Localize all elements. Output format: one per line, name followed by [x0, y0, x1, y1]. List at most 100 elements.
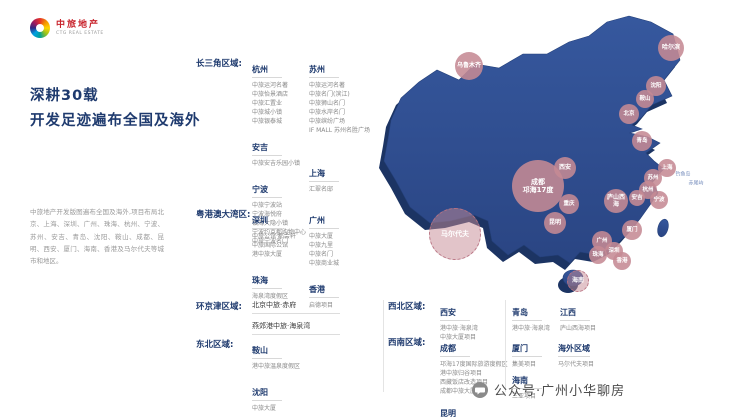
chat-bubble-icon [472, 381, 488, 398]
page-title: 深耕30载 开发足迹遍布全国及海外 [30, 84, 201, 133]
project-item: 中旅大厦 [309, 233, 334, 240]
map-marker-沈阳: 沈阳 [646, 76, 666, 96]
city-name: 沈阳 [252, 387, 282, 401]
region-header: 西南区域: [388, 338, 426, 348]
map-marker-哈尔滨: 哈尔滨 [658, 35, 684, 61]
city-block-ningbo: 宁波 中旅宁波站宁波海悦府镇海大隐小镇宁波约克郡购物中心中旅宁波名门 [252, 177, 309, 246]
project-item: 中旅城小镇 [252, 109, 283, 116]
project-list: 汇翠名邸 [309, 185, 366, 194]
project-item: 中旅名门(滨江) [309, 91, 350, 98]
map-marker-香港: 香港 [613, 252, 631, 270]
company-logo: 中旅地产 CTG REAL ESTATE [30, 18, 104, 38]
city-name: 鞍山 [252, 345, 282, 359]
project-item: 中旅宁波名门 [252, 238, 289, 245]
project-item: 港中旅·海泉湾 [512, 325, 550, 332]
project-list: 庐山西海项目 [560, 324, 610, 333]
map-marker-昆明: 昆明 [544, 212, 566, 234]
map-marker-安吉: 安吉 [629, 190, 645, 206]
project-item: 中旅名门 [309, 251, 334, 258]
project-list: 中旅公馆·都会轩中旅国际公馆港中旅大厦 [252, 232, 309, 259]
region-header: 长三角区域: [196, 59, 242, 69]
watermark: 公众号·广州小华聊房 [472, 380, 625, 399]
city-block-shenyang: 沈阳 中旅大厦 [252, 380, 309, 413]
project-item: 宁波海悦府 [252, 211, 283, 218]
region-column: 成都 邛海17度国际旅游度假区港中旅归谷项目西藏饭店改造项目成都中旅大厦 昆明 … [440, 336, 508, 417]
city-name: 杭州 [252, 64, 282, 78]
project-list: 中旅安吉乐园小镇 [252, 159, 309, 168]
city-name: 海外区域 [558, 343, 590, 357]
region-header: 东北区域: [196, 340, 234, 350]
project-item: 中旅怡景酒店 [252, 91, 289, 98]
project-item: 汇翠名邸 [309, 186, 334, 193]
project-item: 庐山西海项目 [560, 325, 597, 332]
city-name: 深圳 [252, 215, 282, 229]
project-item: 中旅九里 [309, 242, 334, 249]
city-block-xiamen: 厦门 集美项目 [512, 336, 558, 369]
region-column: 北京中旅·赤府 燕郊港中旅·海泉湾 [252, 300, 340, 342]
region-jingjin: 环京津区域: 北京中旅·赤府 燕郊港中旅·海泉湾 [196, 300, 340, 342]
region-column: 杭州 中旅运河名著中旅怡景酒店中旅汇置业中旅城小镇中旅银泰城 安吉 中旅安吉乐园… [252, 57, 309, 255]
city-name: 珠海 [252, 275, 282, 289]
region-southwest: 西南区域: 成都 邛海17度国际旅游度假区港中旅归谷项目西藏饭店改造项目成都中旅… [388, 336, 508, 417]
project-item: 中旅水岸名门 [309, 109, 346, 116]
city-block-xian: 西安 港中旅·海泉湾中旅大厦项目 [440, 300, 504, 342]
city-block-shenzhen: 深圳 中旅公馆·都会轩中旅国际公馆港中旅大厦 [252, 208, 309, 259]
project-list: 海泉湾度假区 [252, 292, 309, 301]
region-header: 西北区域: [388, 302, 426, 312]
city-block-hainan: 海南 三亚项目 [512, 368, 558, 401]
city-name: 宁波 [252, 184, 282, 198]
island-label-赤尾屿: 赤尾屿 [688, 180, 704, 187]
city-block-hongkong: 香港 启德项目 [309, 277, 366, 310]
region-northeast: 东北区域: 鞍山 港中旅温泉度假区 沈阳 中旅大厦 [196, 338, 309, 417]
city-name: 成都 [440, 343, 470, 357]
intro-paragraph: 中旅地产开发版图遍布全国及海外,项目布局北京、上海、深圳、广州、珠海、杭州、宁波… [30, 208, 164, 266]
project-item: 中旅公馆·都会轩 [252, 233, 296, 240]
city-block-chengdu: 成都 邛海17度国际旅游度假区港中旅归谷项目西藏饭店改造项目成都中旅大厦 [440, 336, 508, 396]
project-item: IF MALL 苏州名胜广场 [309, 127, 371, 134]
city-name: 江西 [560, 307, 590, 321]
project-list: 集美项目 [512, 360, 558, 369]
project-item: 马尔代夫项目 [558, 361, 595, 368]
project-item: 邛海17度国际旅游度假区 [440, 361, 508, 368]
project-item: 中旅运河名著 [252, 82, 289, 89]
region-northwest: 西北区域: 西安 港中旅·海泉湾中旅大厦项目 [388, 300, 504, 351]
project-list: 港中旅·海泉湾 [512, 324, 558, 333]
project-item: 港中旅归谷项目 [440, 370, 483, 377]
china-map: 乌鲁木齐哈尔滨沈阳鞍山北京青岛西安成都 邛海17度重庆庐山西海上海苏州杭州安吉宁… [375, 10, 740, 305]
city-block-kunming: 昆明 昆明世博园项目 [440, 401, 506, 417]
city-block-qingdao: 青岛 港中旅·海泉湾 [512, 300, 558, 333]
map-marker-青岛: 青岛 [632, 131, 652, 151]
region-header: 环京津区域: [196, 302, 242, 312]
logo-name-cn: 中旅地产 [56, 20, 101, 31]
project-item: 三亚项目 [512, 393, 537, 400]
project-list: 港中旅温泉度假区 [252, 362, 309, 371]
project-item: 港中旅·海泉湾 [440, 325, 478, 332]
city-block-overseas: 海外区域 马尔代夫项目 [558, 336, 610, 369]
city-name: 香港 [309, 284, 339, 298]
city-name: 西安 [440, 307, 470, 321]
map-marker-乌鲁木齐: 乌鲁木齐 [455, 52, 483, 80]
jingjin-project-1: 北京中旅·赤府 [252, 300, 340, 314]
map-marker-马尔代夫: 马尔代夫 [429, 208, 481, 260]
city-block-shanghai: 上海 汇翠名邸 [309, 161, 366, 194]
project-item: 启德项目 [309, 302, 334, 309]
city-block-anshan: 鞍山 港中旅温泉度假区 [252, 338, 309, 371]
city-block-zhuhai: 珠海 海泉湾度假区 [252, 268, 309, 301]
project-list: 邛海17度国际旅游度假区港中旅归谷项目西藏饭店改造项目成都中旅大厦 [440, 360, 508, 396]
map-marker-layer: 乌鲁木齐哈尔滨沈阳鞍山北京青岛西安成都 邛海17度重庆庐山西海上海苏州杭州安吉宁… [375, 10, 740, 305]
region-header: 粤港澳大湾区: [196, 210, 251, 220]
project-item: 中旅宁波站 [252, 202, 283, 209]
project-item: 中旅汇置业 [252, 100, 283, 107]
region-column: 西安 港中旅·海泉湾中旅大厦项目 [440, 300, 504, 351]
project-item: 中旅缤纷广场 [309, 118, 346, 125]
map-marker-鞍山: 鞍山 [636, 90, 654, 108]
project-item: 集美项目 [512, 361, 537, 368]
map-marker-珠海: 珠海 [589, 246, 607, 264]
city-name: 厦门 [512, 343, 542, 357]
region-bay-area: 粤港澳大湾区: 深圳 中旅公馆·都会轩中旅国际公馆港中旅大厦 珠海 海泉湾度假区… [196, 208, 366, 319]
city-name: 苏州 [309, 64, 339, 78]
project-item: 中旅银泰城 [252, 118, 283, 125]
map-marker-庐山西海: 庐山西海 [604, 189, 628, 213]
